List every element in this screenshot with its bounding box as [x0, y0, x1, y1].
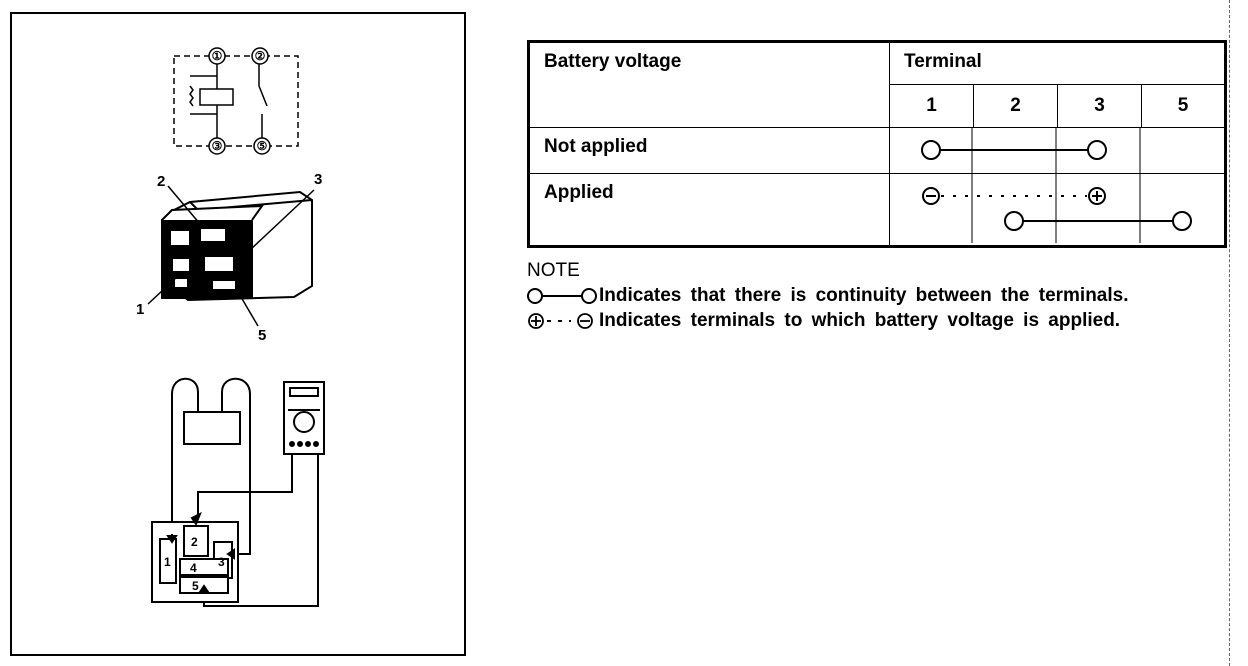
note-voltage-line: Indicates terminals to which battery vol… — [527, 308, 1217, 333]
wire-battery-pos — [221, 377, 251, 555]
wiring-diagram — [151, 377, 325, 607]
row-label-applied: Applied — [528, 173, 890, 247]
figure-panel: ① ② ③ ⑤ 2 3 1 5 — [10, 12, 466, 656]
note-voltage-text: Indicates terminals to which battery vol… — [599, 310, 1121, 331]
wiring-label-4: 4 — [190, 561, 197, 575]
relay-label-2: 2 — [157, 173, 165, 190]
row-applied-connections — [888, 173, 1227, 247]
schematic-terminal-1 — [208, 47, 226, 65]
leader-line-1 — [147, 275, 179, 305]
continuity-symbol-icon — [527, 287, 597, 304]
leader-line-5 — [237, 291, 259, 327]
schematic-label-3: ③ — [212, 139, 223, 153]
schematic-terminal-5 — [253, 137, 271, 155]
note-block: NOTE Indicates that there is continuity … — [527, 258, 1217, 333]
page-edge-dashed-line — [1229, 0, 1230, 666]
terminal-number-3: 3 — [1057, 84, 1142, 128]
relay-figure: ① ② ③ ⑤ 2 3 1 5 — [136, 47, 325, 607]
wire-battery-neg — [171, 377, 199, 534]
wiring-label-3: 3 — [218, 555, 225, 569]
relay-label-1: 1 — [136, 301, 144, 318]
switch-contact — [258, 85, 268, 107]
header-terminal: Terminal — [888, 41, 1227, 85]
wiring-label-5: 5 — [192, 579, 199, 593]
wiring-label-2: 2 — [191, 535, 198, 549]
row-label-not-applied: Not applied — [528, 127, 890, 174]
wiring-label-1: 1 — [164, 555, 171, 569]
terminal-continuity-table: Battery voltage Terminal 1 2 3 5 Not app… — [527, 40, 1228, 248]
schematic-label-2: ② — [255, 49, 266, 63]
coil-symbol — [199, 88, 234, 106]
schematic-label-1: ① — [212, 49, 223, 63]
note-continuity-line: Indicates that there is continuity betwe… — [527, 283, 1217, 308]
terminal-number-2: 2 — [973, 84, 1058, 128]
schematic-dashed-outline — [173, 55, 299, 147]
row-not-applied-connections — [888, 127, 1227, 174]
note-continuity-text: Indicates that there is continuity betwe… — [599, 285, 1129, 306]
relay-schematic — [173, 47, 299, 155]
relay-label-5: 5 — [258, 327, 266, 344]
wire-ohmmeter-a — [193, 454, 293, 523]
voltage-symbol-icon — [528, 312, 593, 329]
relay-illustration — [161, 190, 313, 302]
schematic-terminal-2 — [251, 47, 269, 65]
schematic-terminal-3 — [208, 137, 226, 155]
schematic-label-5: ⑤ — [257, 139, 268, 153]
leader-line-2 — [167, 185, 201, 225]
header-battery-voltage: Battery voltage — [528, 41, 890, 128]
note-title: NOTE — [527, 260, 580, 281]
battery — [183, 411, 241, 445]
relay-label-3: 3 — [314, 171, 322, 188]
terminal-number-5: 5 — [1140, 84, 1227, 128]
terminal-number-1: 1 — [889, 84, 974, 128]
resistor-symbol — [189, 85, 194, 107]
leader-line-3 — [249, 189, 315, 251]
